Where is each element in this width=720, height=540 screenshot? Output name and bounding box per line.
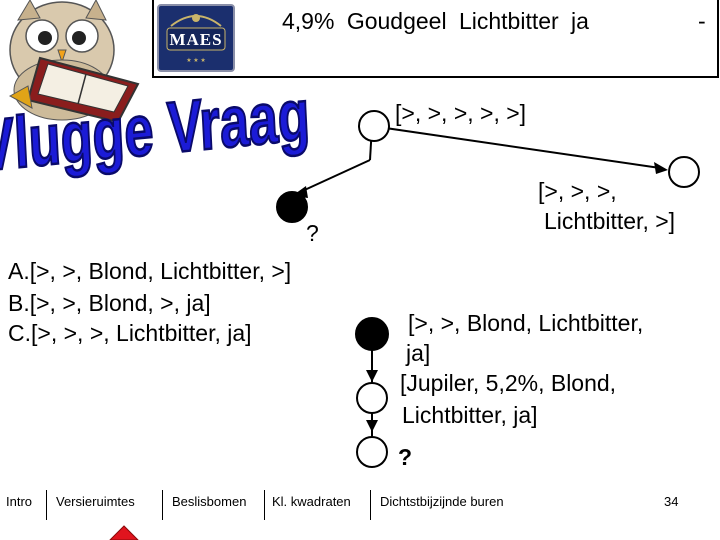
footer-divider bbox=[264, 490, 265, 520]
footer-nav-dichtstbijzijnde-buren[interactable]: Dichtstbijzijnde buren bbox=[380, 494, 504, 509]
header-box bbox=[152, 0, 719, 78]
page-number: 34 bbox=[664, 494, 679, 509]
arrowhead-down2-icon bbox=[366, 420, 378, 432]
mid-label-line2: ja] bbox=[406, 340, 431, 366]
edge-root-left bbox=[297, 159, 371, 194]
footer-nav-kl-kwadraten[interactable]: Kl. kwadraten bbox=[272, 494, 351, 509]
footer-nav-versieruimtes[interactable]: Versieruimtes bbox=[56, 494, 135, 509]
footer-nav-intro[interactable]: Intro bbox=[6, 494, 33, 509]
option-c: C.[>, >, >, Lichtbitter, ja] bbox=[8, 320, 252, 346]
footer-marker-icon bbox=[109, 525, 139, 540]
node-root bbox=[358, 110, 390, 142]
footer-divider bbox=[370, 490, 371, 520]
right-label-line1: [>, >, >, bbox=[538, 178, 617, 204]
footer-nav-beslisbomen[interactable]: Beslisbomen bbox=[172, 494, 247, 509]
maes-logo: ★ ★ ★ MAES bbox=[157, 4, 235, 72]
arrowhead-right-icon bbox=[654, 162, 668, 174]
root-label: [>, >, >, >, >] bbox=[395, 100, 527, 126]
bottom-unknown-mark: ? bbox=[398, 444, 413, 470]
footer-divider bbox=[46, 490, 47, 520]
header-dash: - bbox=[698, 8, 706, 34]
svg-text:★ ★ ★: ★ ★ ★ bbox=[186, 57, 205, 64]
node-mid bbox=[355, 317, 389, 351]
node-right bbox=[668, 156, 700, 188]
right-label-line2: Lichtbitter, >] bbox=[544, 208, 676, 234]
leaf-label-line1: [Jupiler, 5,2%, Blond, bbox=[400, 370, 617, 396]
logo-text: MAES bbox=[169, 30, 223, 49]
left-unknown-mark: ? bbox=[306, 220, 319, 246]
footer-divider bbox=[162, 490, 163, 520]
node-bottom bbox=[356, 436, 388, 468]
owl-mascot-icon bbox=[8, 0, 140, 124]
option-b: B.[>, >, Blond, >, ja] bbox=[8, 290, 211, 316]
mid-label-line1: [>, >, Blond, Lichtbitter, bbox=[408, 310, 644, 336]
option-a: A.[>, >, Blond, Lichtbitter, >] bbox=[8, 258, 292, 284]
edge-root-right bbox=[371, 125, 661, 169]
leaf-label-line2: Lichtbitter, ja] bbox=[402, 402, 538, 428]
logo-emblem-icon: ★ ★ ★ bbox=[166, 14, 226, 64]
header-attributes: 4,9% Goudgeel Lichtbitter ja bbox=[282, 8, 589, 34]
node-left-unknown bbox=[276, 191, 308, 223]
arrowhead-down1-icon bbox=[366, 370, 378, 382]
node-leaf bbox=[356, 382, 388, 414]
